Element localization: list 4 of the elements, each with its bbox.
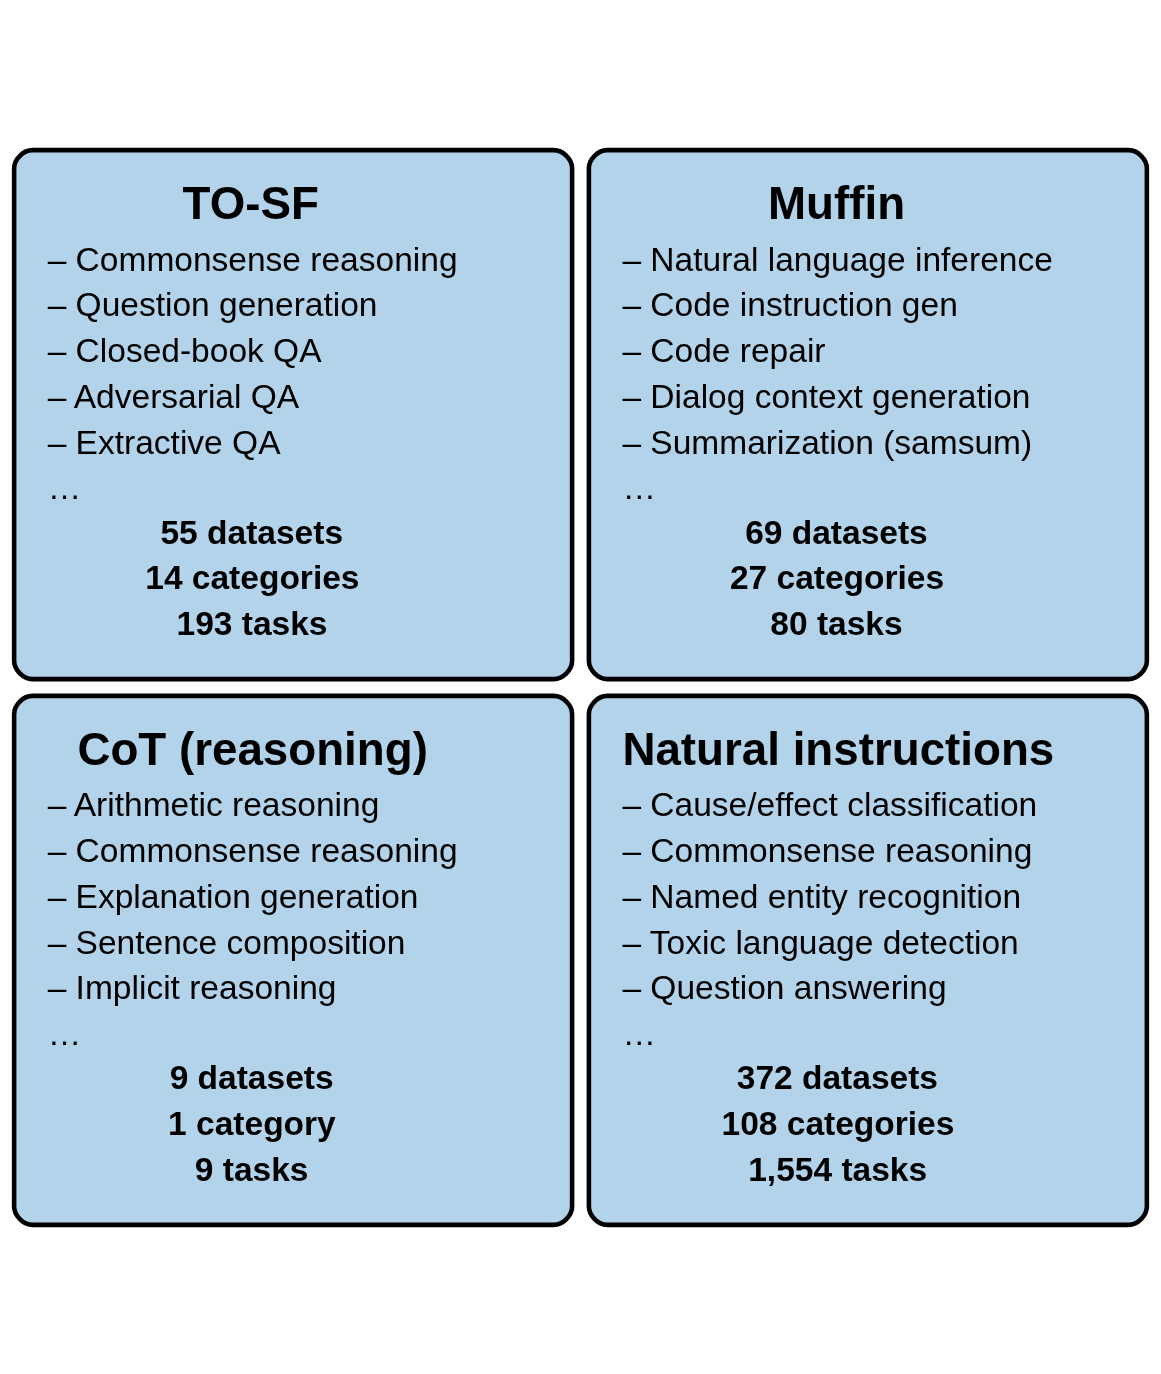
node-box: CoT (reasoning) – Arithmetic reasoning – Commonsense reasoning – Explanation generation – Sentence composition – Implicit reasoning … 9 datasets 1 category 9 tasks	[11, 693, 575, 1227]
node-box: TO-SF – Commonsense reasoning – Question generation – Closed-book QA – Adversarial QA – Extractive QA … 55 datasets 14 categories 193 tasks	[11, 147, 575, 681]
node-box: Muffin – Natural language inference – Code instruction gen – Code repair – Dialog context generation – Summarization (samsum) … 69 datasets 27 categories 80 tasks	[586, 147, 1150, 681]
node-box: Natural instructions – Cause/effect classification – Commonsense reasoning – Named entity recognition – Toxic language detection – Question answering … 372 datasets 108 categories 1,554 tasks	[586, 693, 1150, 1227]
